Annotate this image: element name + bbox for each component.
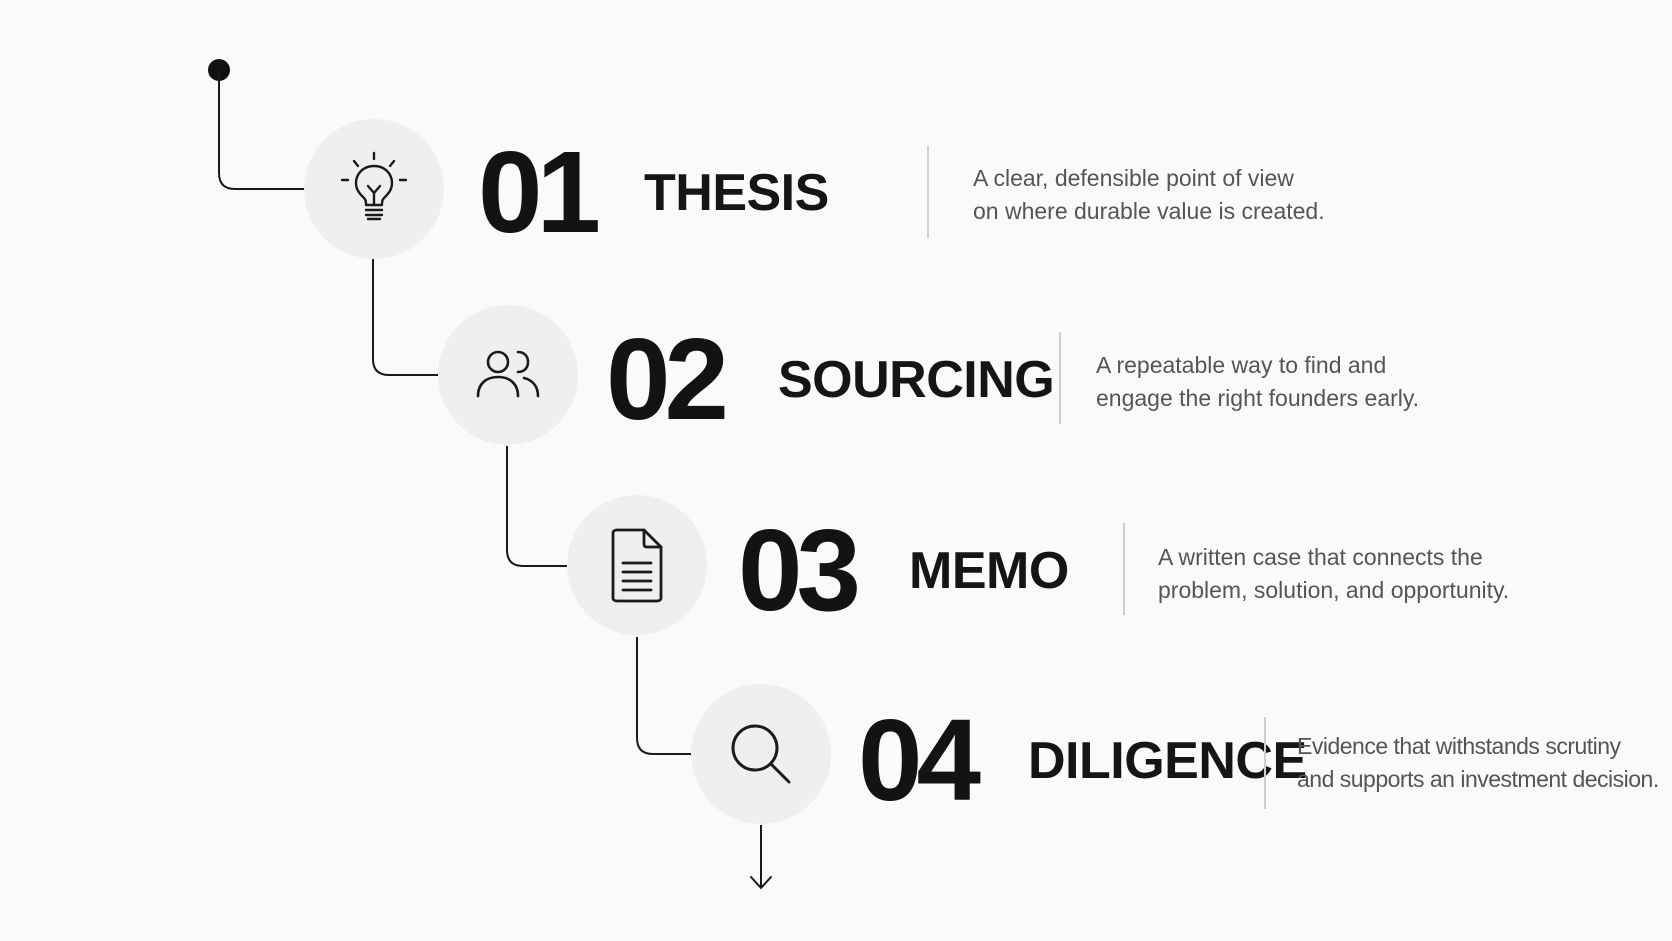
step-03-description-line-1: A written case that connects the bbox=[1158, 544, 1483, 570]
step-01-icon-circle bbox=[304, 119, 444, 259]
step-03-divider bbox=[1123, 523, 1125, 615]
connector-01-to-02 bbox=[372, 259, 438, 376]
step-01-description-line-1: A clear, defensible point of view bbox=[973, 165, 1294, 191]
step-04-title: DILIGENCE bbox=[1028, 732, 1307, 790]
connector-02-to-03 bbox=[506, 446, 567, 567]
step-02-description: A repeatable way to find and engage the … bbox=[1096, 349, 1496, 415]
step-01-title: THESIS bbox=[644, 164, 829, 222]
step-03-description-line-2: problem, solution, and opportunity. bbox=[1158, 577, 1510, 603]
step-02-divider bbox=[1059, 332, 1061, 424]
search-icon bbox=[731, 724, 791, 784]
people-icon bbox=[476, 350, 540, 398]
step-04-description-line-1: Evidence that withstands scrutiny bbox=[1297, 733, 1621, 759]
document-icon bbox=[611, 528, 663, 603]
step-03-title: MEMO bbox=[909, 542, 1069, 600]
step-01-number: 01 bbox=[478, 127, 601, 257]
step-01-description: A clear, defensible point of view on whe… bbox=[973, 162, 1373, 228]
step-03-number: 03 bbox=[738, 505, 861, 635]
step-04-description: Evidence that withstands scrutiny and su… bbox=[1297, 730, 1669, 796]
step-04-divider bbox=[1264, 717, 1266, 809]
step-03-icon-circle bbox=[567, 495, 707, 635]
step-03-description: A written case that connects the problem… bbox=[1158, 541, 1558, 607]
step-02-icon-circle bbox=[438, 305, 578, 445]
step-01-divider bbox=[927, 146, 929, 238]
down-arrow-icon bbox=[750, 876, 772, 889]
step-02-description-line-1: A repeatable way to find and bbox=[1096, 352, 1387, 378]
step-04-number: 04 bbox=[858, 695, 981, 825]
step-02-number: 02 bbox=[606, 314, 729, 444]
connector-start-to-01 bbox=[218, 70, 304, 190]
step-01-description-line-2: on where durable value is created. bbox=[973, 198, 1325, 224]
step-02-title: SOURCING bbox=[778, 351, 1055, 409]
step-02-description-line-2: engage the right founders early. bbox=[1096, 385, 1420, 411]
lightbulb-icon bbox=[340, 151, 408, 221]
connector-03-to-04 bbox=[636, 637, 691, 755]
step-04-icon-circle bbox=[691, 684, 831, 824]
step-04-description-line-2: and supports an investment decision. bbox=[1297, 766, 1659, 792]
